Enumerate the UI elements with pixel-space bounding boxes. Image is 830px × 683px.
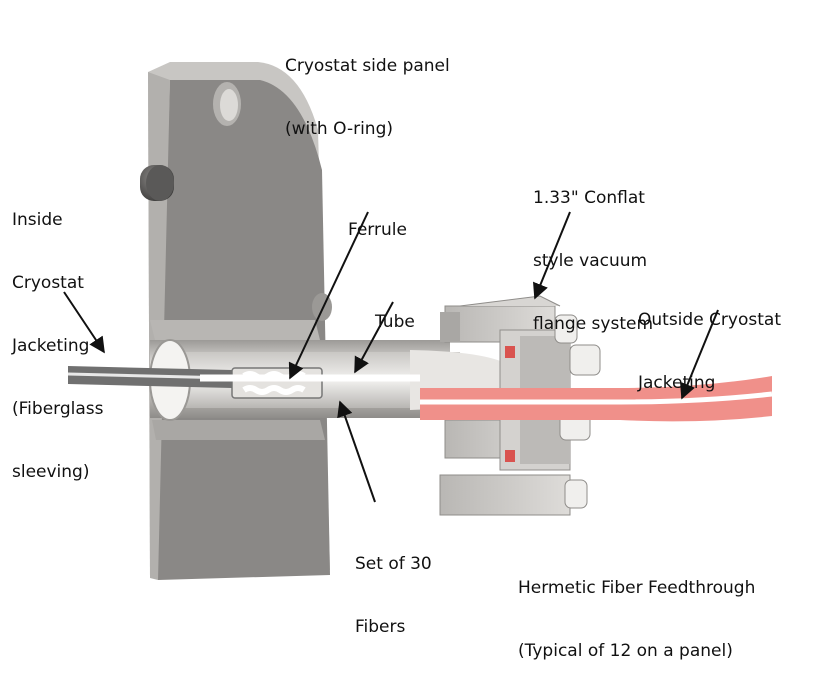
cryostat-side-panel bbox=[148, 62, 332, 580]
label-outside-jacketing: Outside Cryostat Jacketing bbox=[638, 310, 781, 393]
panel-bolt bbox=[140, 165, 174, 201]
arrow-fibers bbox=[337, 400, 376, 503]
oring-bottom bbox=[505, 450, 515, 462]
arrow-ferrule bbox=[288, 211, 369, 380]
oring-top bbox=[505, 346, 515, 358]
arrow-inside-jacketing bbox=[63, 291, 105, 354]
label-inside-jacketing: Inside Cryostat Jacketing (Fiberglass sl… bbox=[12, 210, 104, 482]
label-ferrule: Ferrule bbox=[348, 220, 407, 240]
label-fibers: Set of 30 Fibers bbox=[355, 554, 432, 637]
ferrule bbox=[231, 367, 323, 399]
label-side-panel: Cryostat side panel (with O-ring) bbox=[285, 56, 450, 139]
label-conflat: 1.33" Conflat style vacuum flange system bbox=[533, 188, 654, 334]
feedthrough-diagram bbox=[63, 62, 773, 580]
label-tube: Tube bbox=[375, 312, 415, 332]
arrow-outside-jacketing bbox=[680, 309, 719, 400]
arrow-tube bbox=[354, 301, 394, 374]
arrow-conflat bbox=[533, 211, 571, 300]
arrows bbox=[63, 211, 719, 503]
label-feedthrough: Hermetic Fiber Feedthrough (Typical of 1… bbox=[518, 578, 756, 661]
